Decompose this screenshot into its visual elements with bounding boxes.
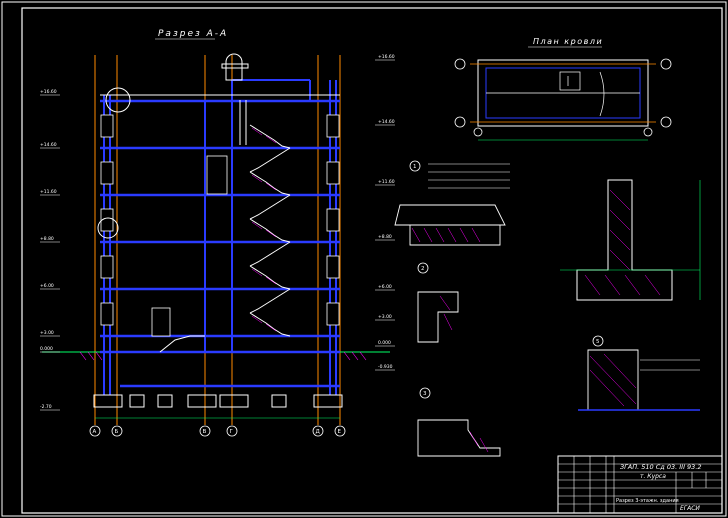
node-callouts	[97, 87, 131, 239]
level-right-3: +11.60	[378, 179, 395, 185]
exterior-walls	[103, 79, 337, 395]
roof-plan: План кровли	[454, 37, 672, 141]
node-details: 1 2 3	[394, 160, 701, 457]
stair-hatch	[251, 127, 277, 332]
node-3-number: 3	[423, 391, 427, 397]
level-right-1: +16.60	[378, 54, 395, 60]
axis-label-3: В	[203, 429, 207, 435]
axis-label-5: Д	[316, 429, 321, 435]
level-left-7: 0.000	[40, 346, 53, 352]
roof-axes	[470, 63, 656, 123]
level-right-4: +8.80	[378, 234, 392, 240]
axis-label-2: Б	[115, 429, 119, 435]
level-right-7: 0.000	[378, 340, 391, 346]
sheet-inner-frame	[21, 7, 723, 514]
level-left-2: +14.60	[40, 142, 57, 148]
node-5-number: 5	[596, 339, 600, 345]
foundations	[93, 394, 343, 408]
stamp-code: ЗГАП. 510 Сд 03. III 93.2	[620, 463, 702, 471]
node-2: 2	[417, 262, 459, 343]
roof-parapet	[485, 67, 641, 119]
roof-exit	[100, 53, 340, 96]
stamp-sheet-desc: Разрез 3-этажн. здания	[616, 498, 679, 504]
node-4	[560, 179, 701, 301]
level-left-4: +8.80	[40, 236, 54, 242]
stamp-work: т. Курса	[640, 473, 666, 480]
axis-label-1: А	[93, 429, 97, 435]
title-block: ЗГАП. 510 Сд 03. III 93.2 т. Курса Разре…	[557, 455, 723, 514]
level-marks-right: +16.60 +14.60 +11.60 +8.80 +6.00 +3.00 0…	[375, 54, 395, 371]
roof-outline	[477, 59, 649, 127]
soil-hatch	[79, 351, 367, 361]
roof-axis-bubbles	[454, 58, 672, 137]
node-1: 1	[394, 160, 510, 246]
level-right-8: -0.930	[378, 364, 393, 370]
level-left-1: +16.60	[40, 89, 57, 95]
level-left-5: +6.00	[40, 283, 54, 289]
level-right-5: +6.00	[378, 284, 392, 290]
level-right-2: +14.60	[378, 119, 395, 125]
level-left-6: +3.00	[40, 330, 54, 336]
section-title: Разрез А-А	[158, 29, 228, 39]
section-a-a: Разрез А-А	[40, 29, 395, 437]
window-openings	[100, 114, 340, 337]
level-right-6: +3.00	[378, 314, 392, 320]
level-left-8: -2.70	[40, 404, 52, 410]
axis-label-6: Е	[338, 429, 342, 435]
node-2-number: 2	[421, 266, 425, 272]
axis-label-4: Г	[230, 429, 234, 435]
node-1-number: 1	[413, 164, 417, 170]
stair-flights	[159, 100, 291, 353]
section-axes	[94, 55, 341, 425]
roof-slopes	[486, 71, 640, 117]
roof-plan-title: План кровли	[533, 37, 603, 46]
level-marks-left: +16.60 +14.60 +11.60 +8.80 +6.00 +3.00 0…	[40, 89, 60, 411]
node-3: 3	[417, 387, 501, 457]
stamp-org: ЕГАСИ	[680, 505, 700, 512]
node-5: 5	[578, 335, 700, 411]
level-left-3: +11.60	[40, 189, 57, 195]
axis-bubbles	[89, 425, 346, 437]
floor-slabs	[100, 99, 340, 388]
